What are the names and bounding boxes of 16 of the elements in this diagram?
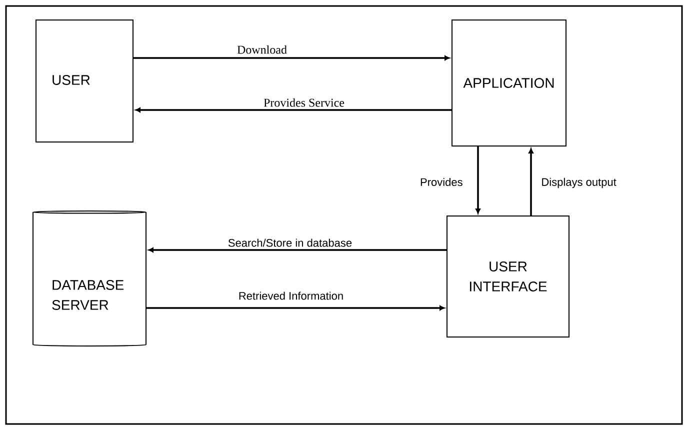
edge-label: Search/Store in database — [226, 238, 354, 248]
arrow — [476, 146, 480, 214]
process-box: APPLICATION — [452, 20, 566, 146]
arrow — [134, 56, 450, 60]
edge-label: Displays output — [540, 176, 618, 190]
edge-label: Download — [236, 44, 288, 55]
process-box: USER INTERFACE — [446, 216, 570, 338]
database-cylinder: DATABASE SERVER — [32, 210, 146, 346]
arrow — [135, 108, 452, 112]
arrow — [146, 306, 445, 310]
edge-label: Provides — [419, 176, 464, 188]
edge-label: Retrieved Information — [237, 290, 345, 301]
edge-label: Provides Service — [262, 97, 346, 108]
arrow — [148, 248, 446, 252]
process-box: USER — [36, 20, 134, 142]
arrow — [528, 148, 534, 216]
